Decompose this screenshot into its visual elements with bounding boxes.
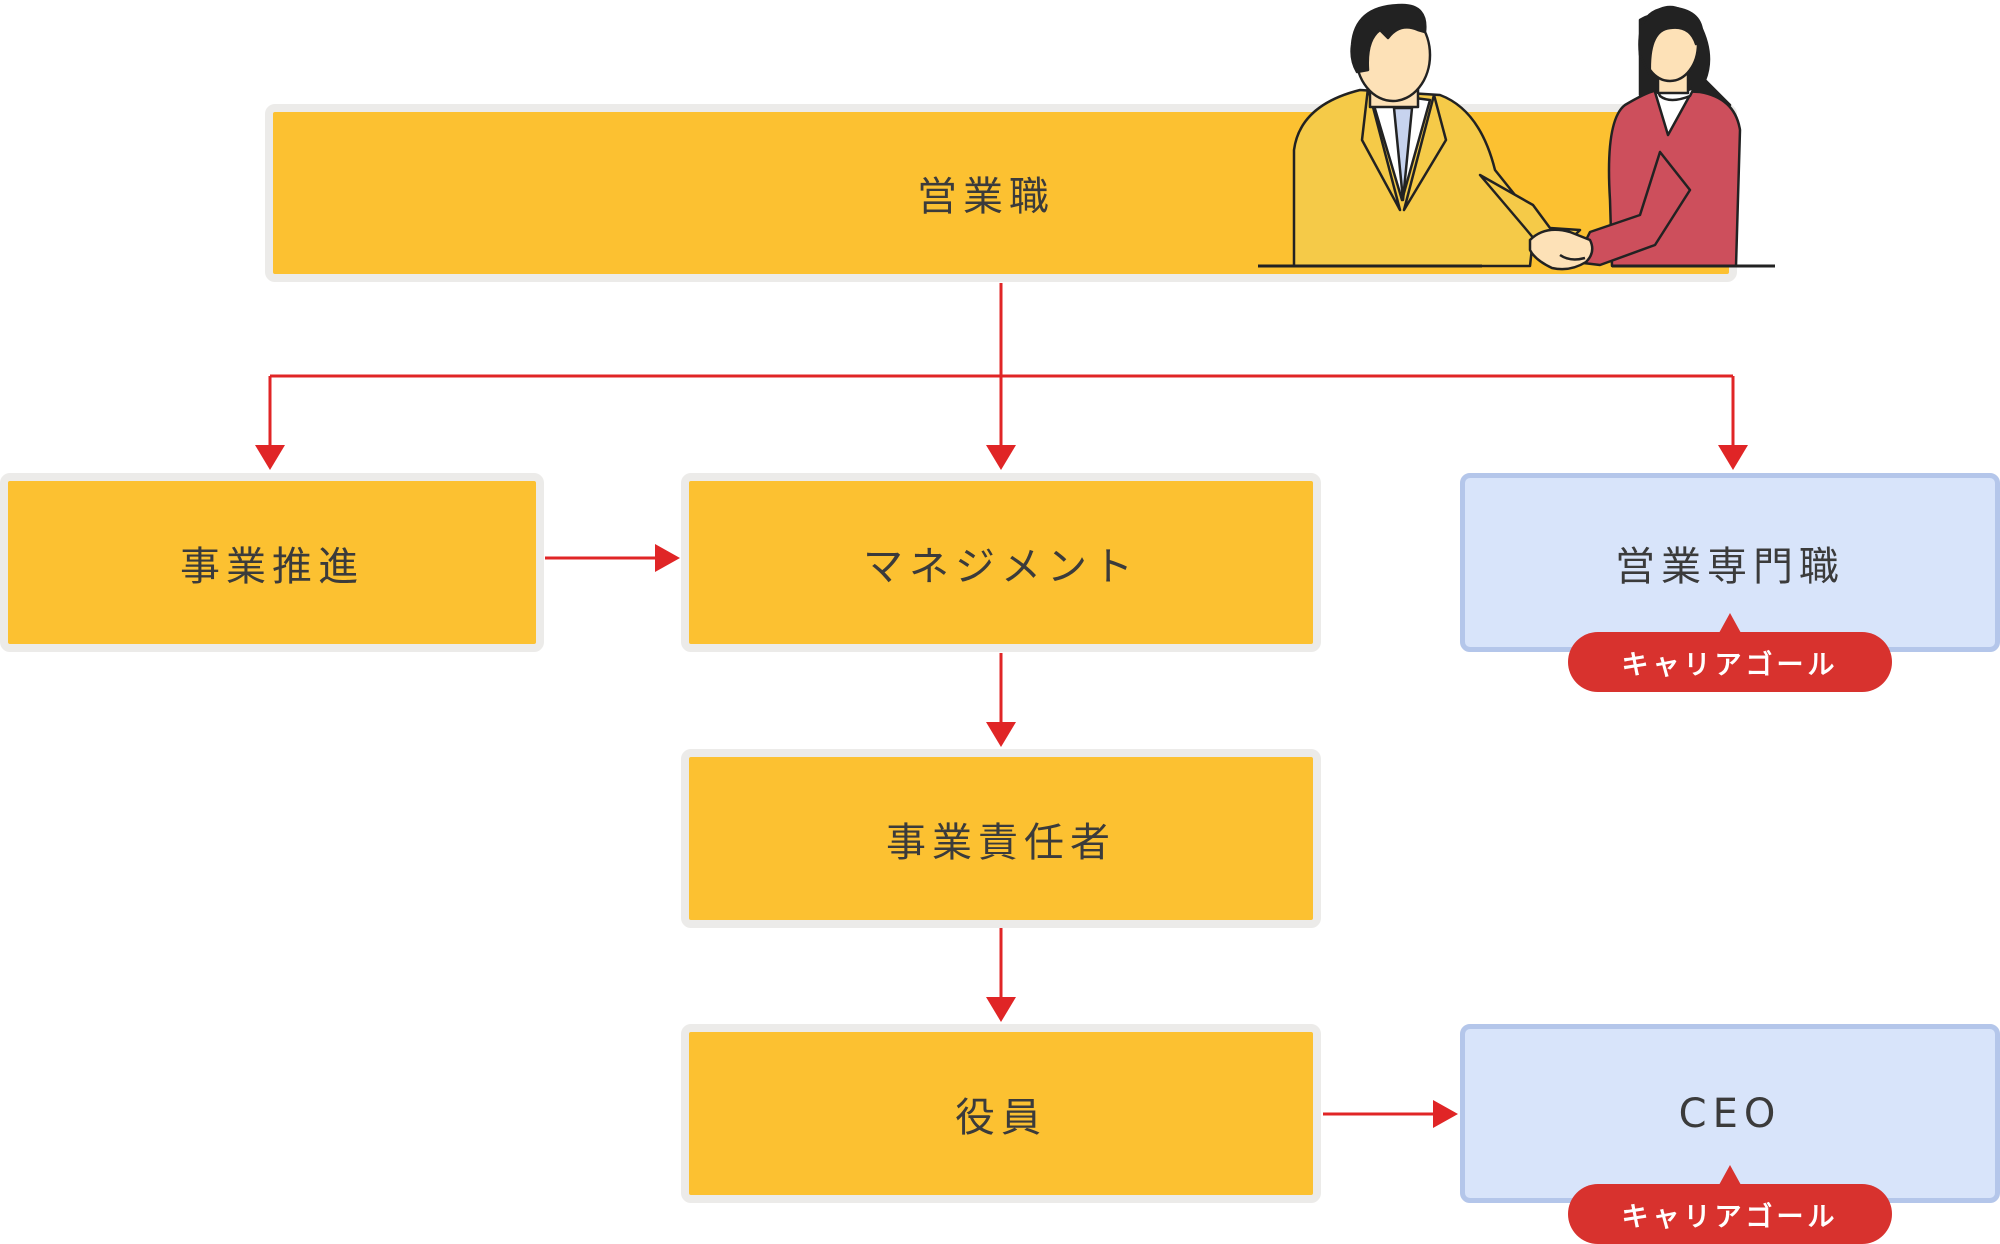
arrowhead xyxy=(1433,1100,1458,1128)
arrowhead xyxy=(986,445,1016,470)
node-executive-label: 役員 xyxy=(955,1094,1047,1141)
arrowhead xyxy=(986,997,1016,1022)
career-goal-badge: キャリアゴール xyxy=(1568,613,1892,692)
arrowhead xyxy=(1718,445,1748,470)
career-goal-badge-label: キャリアゴール xyxy=(1621,1201,1839,1233)
node-business-manager: 事業責任者 xyxy=(681,749,1321,928)
node-business-promotion: 事業推進 xyxy=(0,473,544,652)
node-management-label: マネジメント xyxy=(863,543,1139,590)
node-sales: 営業職 xyxy=(265,104,1737,282)
node-ceo-label: CEO xyxy=(1678,1090,1782,1137)
career-goal-badge: キャリアゴール xyxy=(1568,1165,1892,1244)
node-executive: 役員 xyxy=(681,1024,1321,1203)
arrowhead xyxy=(255,445,285,470)
arrowhead xyxy=(986,722,1016,747)
node-business-promotion-label: 事業推進 xyxy=(180,543,364,590)
node-sales-specialist-label: 営業専門職 xyxy=(1615,543,1845,590)
arrowhead xyxy=(655,544,680,572)
node-sales-label: 営業職 xyxy=(917,174,1055,220)
node-management: マネジメント xyxy=(681,473,1321,652)
node-business-manager-label: 事業責任者 xyxy=(886,819,1116,866)
career-goal-badge-label: キャリアゴール xyxy=(1621,649,1839,681)
